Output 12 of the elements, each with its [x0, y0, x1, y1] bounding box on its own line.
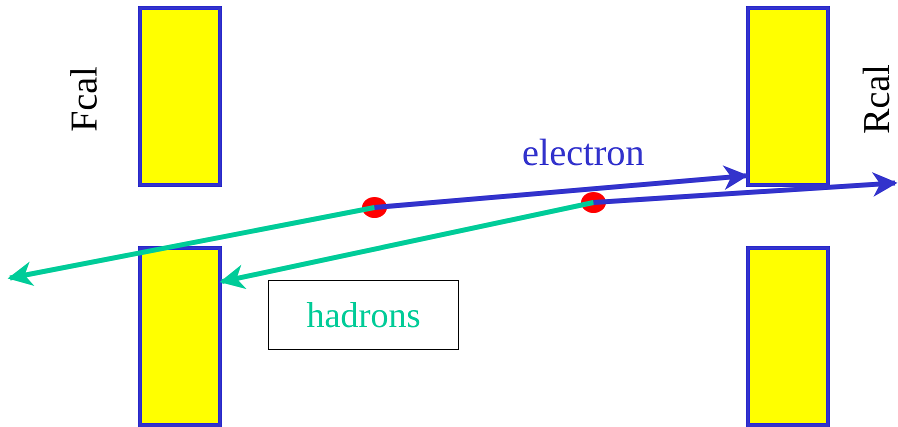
particle-label: electron [522, 132, 644, 174]
track-arrow [374, 165, 748, 210]
calorimeter-block [746, 6, 830, 187]
detector-label: Fcal [64, 66, 106, 132]
detector-label: Rcal [856, 64, 898, 134]
track-arrow [8, 205, 375, 286]
calorimeter-block [138, 246, 222, 427]
calorimeter-block [746, 246, 830, 427]
track-arrow [593, 172, 898, 205]
calorimeter-block [138, 6, 222, 187]
label-box [268, 280, 459, 350]
hadrons-label: hadrons [306, 294, 420, 336]
